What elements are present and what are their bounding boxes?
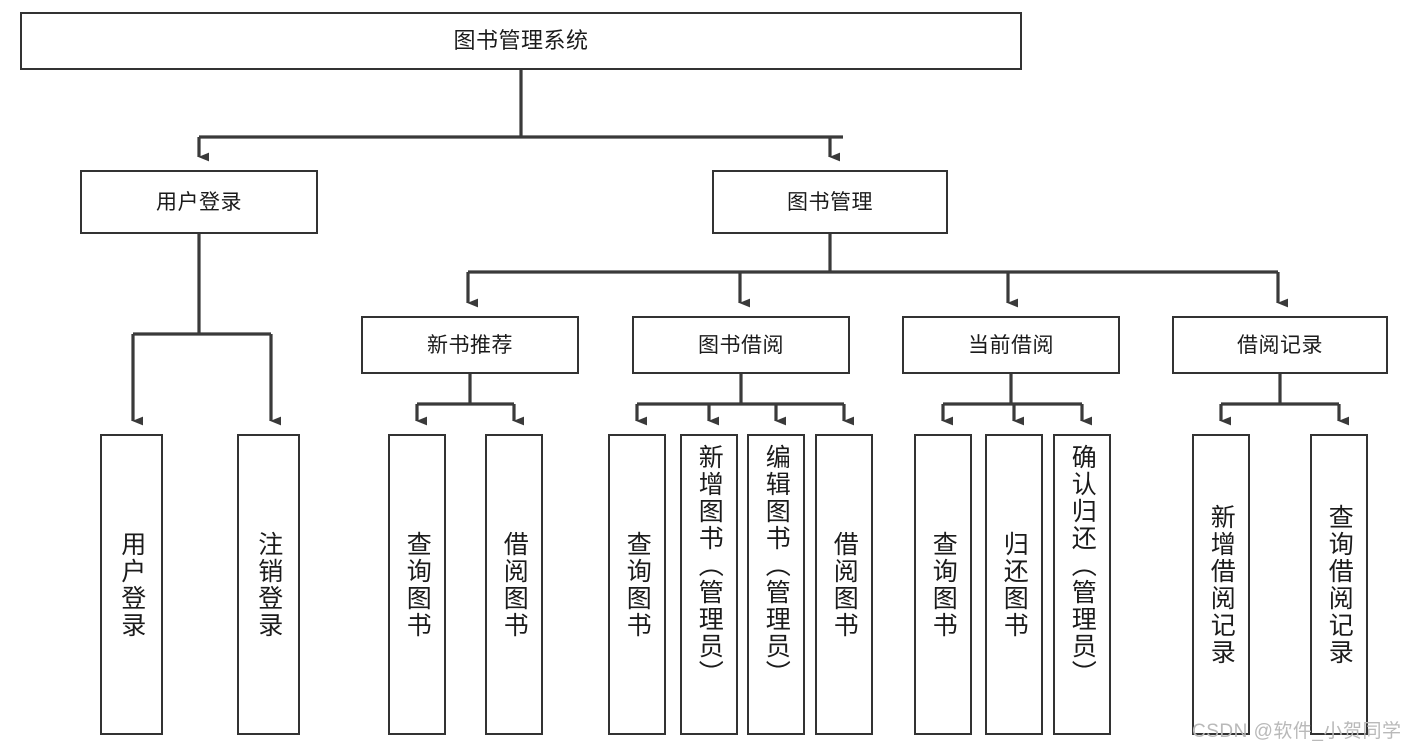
node-leaf-add-borrow-record[interactable]: 新增借阅记录 <box>1192 434 1250 735</box>
node-label: 借阅图书 <box>500 530 529 639</box>
node-leaf-borrow-book-2[interactable]: 借阅图书 <box>815 434 873 735</box>
node-label: 查询图书 <box>403 530 432 639</box>
node-label: 用户登录 <box>156 190 242 214</box>
node-leaf-edit-book-admin[interactable]: 编辑图书（管理员） <box>747 434 805 735</box>
node-leaf-return-book[interactable]: 归还图书 <box>985 434 1043 735</box>
node-book-manage[interactable]: 图书管理 <box>712 170 948 234</box>
node-new-book-rec[interactable]: 新书推荐 <box>361 316 579 374</box>
node-leaf-query-book-1[interactable]: 查询图书 <box>388 434 446 735</box>
node-label: 当前借阅 <box>968 333 1054 357</box>
node-label: 查询图书 <box>929 530 958 639</box>
node-label: 查询图书 <box>623 530 652 639</box>
node-leaf-logout-login[interactable]: 注销登录 <box>237 434 300 735</box>
node-label: 借阅图书 <box>830 530 859 639</box>
node-leaf-confirm-return-admin[interactable]: 确认归还（管理员） <box>1053 434 1111 735</box>
node-label: 用户登录 <box>117 530 146 639</box>
node-label: 新增借阅记录 <box>1207 503 1236 666</box>
node-label: 注销登录 <box>254 530 283 639</box>
node-user-login[interactable]: 用户登录 <box>80 170 318 234</box>
node-label: 查询借阅记录 <box>1325 503 1354 666</box>
node-book-borrow[interactable]: 图书借阅 <box>632 316 850 374</box>
node-label: 图书借阅 <box>698 333 784 357</box>
node-label: 图书管理系统 <box>453 28 589 53</box>
node-leaf-query-book-3[interactable]: 查询图书 <box>914 434 972 735</box>
node-current-borrow[interactable]: 当前借阅 <box>902 316 1120 374</box>
node-label: 新增图书（管理员） <box>695 444 724 687</box>
node-borrow-record[interactable]: 借阅记录 <box>1172 316 1388 374</box>
node-label: 归还图书 <box>1000 530 1029 639</box>
node-label: 新书推荐 <box>427 333 513 357</box>
node-root-system[interactable]: 图书管理系统 <box>20 12 1022 70</box>
node-label: 图书管理 <box>787 190 873 214</box>
node-leaf-add-book-admin[interactable]: 新增图书（管理员） <box>680 434 738 735</box>
node-label: 编辑图书（管理员） <box>762 444 791 687</box>
node-label: 借阅记录 <box>1237 333 1323 357</box>
node-leaf-query-book-2[interactable]: 查询图书 <box>608 434 666 735</box>
csdn-watermark: CSDN @软件_小贺同学 <box>1192 721 1402 742</box>
node-leaf-borrow-book-1[interactable]: 借阅图书 <box>485 434 543 735</box>
node-leaf-user-login[interactable]: 用户登录 <box>100 434 163 735</box>
node-leaf-query-borrow-record[interactable]: 查询借阅记录 <box>1310 434 1368 735</box>
node-label: 确认归还（管理员） <box>1068 444 1097 687</box>
